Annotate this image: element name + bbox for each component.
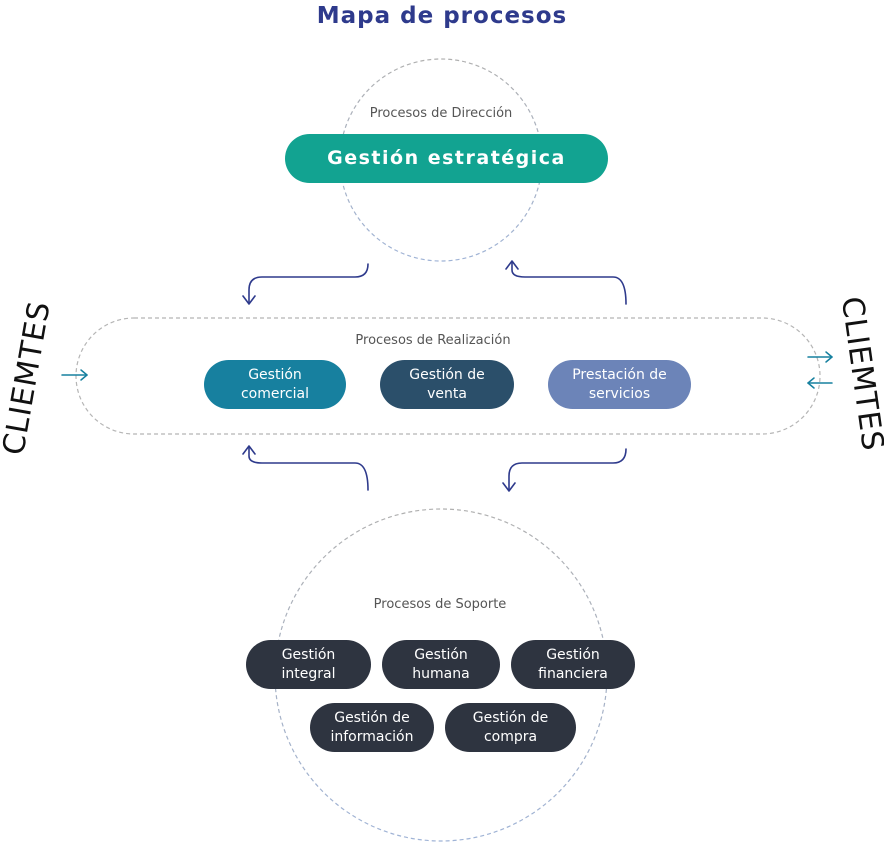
label-procesos-direccion: Procesos de Dirección bbox=[369, 106, 513, 121]
arrow-realizacion-to-direccion bbox=[511, 261, 627, 305]
process-gestion-estrategica: Gestión estratégica bbox=[285, 134, 608, 183]
process-gestion-compra: Gestión de compra bbox=[445, 703, 576, 752]
process-gestion-integral: Gestión integral bbox=[246, 640, 371, 689]
label-procesos-realizacion: Procesos de Realización bbox=[355, 333, 511, 348]
arrow-realizacion-to-soporte bbox=[508, 448, 627, 491]
process-gestion-comercial: Gestión comercial bbox=[204, 360, 346, 409]
page-title: Mapa de procesos bbox=[316, 3, 568, 29]
process-gestion-financiera: Gestión financiera bbox=[511, 640, 635, 689]
arrow-soporte-to-realizacion bbox=[248, 446, 369, 491]
label-procesos-soporte: Procesos de Soporte bbox=[373, 597, 507, 612]
process-prestacion-servicios: Prestación de servicios bbox=[548, 360, 691, 409]
process-gestion-humana: Gestión humana bbox=[382, 640, 500, 689]
process-gestion-venta: Gestión de venta bbox=[380, 360, 514, 409]
arrow-direccion-to-realizacion bbox=[248, 263, 369, 304]
process-gestion-informacion: Gestión de información bbox=[310, 703, 434, 752]
